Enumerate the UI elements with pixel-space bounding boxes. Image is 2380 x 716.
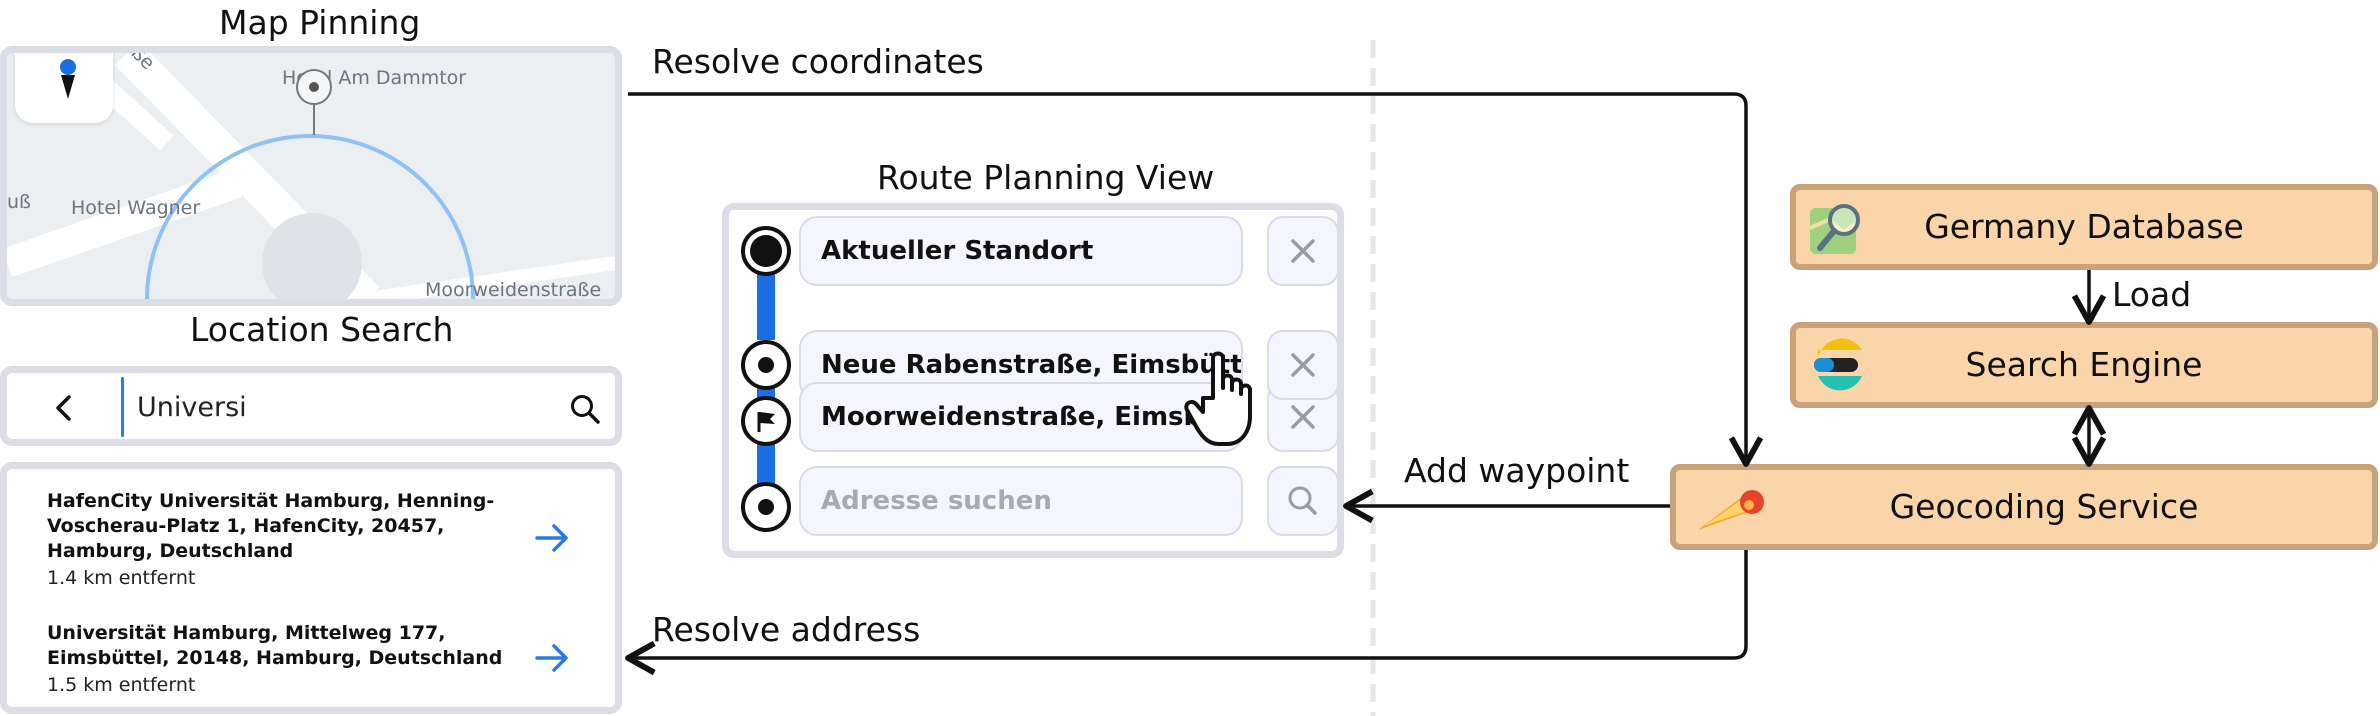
- result-distance: 1.5 km entfernt: [47, 674, 196, 696]
- route-line: [757, 270, 775, 340]
- edge-resolve-coordinates: [628, 92, 1764, 467]
- close-icon: [1291, 405, 1315, 429]
- map-magnifier-icon: [1809, 204, 1860, 254]
- search-icon: [1288, 486, 1317, 515]
- route-planning-view: Aktueller Standort Neue Rabenstraße, Eim…: [722, 203, 1344, 558]
- location-search-title: Location Search: [190, 310, 454, 349]
- text-caret: [121, 377, 124, 437]
- edge-label-add-waypoint: Add waypoint: [1404, 451, 1630, 490]
- map-label-street-fragment-left: uß: [7, 191, 32, 213]
- edge-resolve-address: [625, 550, 1748, 676]
- edge-label-resolve-address: Resolve address: [652, 610, 921, 649]
- map-label-moorweidenstrasse: Moorweidenstraße: [425, 279, 602, 301]
- route-field-add-address[interactable]: Adresse suchen: [799, 466, 1243, 536]
- compass-button[interactable]: [15, 53, 113, 123]
- map-view[interactable]: Hotel Am Dammtor Hotel Wagner Moorweiden…: [0, 46, 622, 306]
- map-pin-icon[interactable]: [292, 67, 336, 137]
- comet-icon: [1698, 490, 1764, 530]
- route-planning-title: Route Planning View: [877, 158, 1215, 197]
- search-results-list: HafenCity Universität Hamburg, Henning-V…: [0, 462, 622, 714]
- map-pinning-title: Map Pinning: [219, 3, 421, 42]
- geocoding-service-label: Geocoding Service: [1889, 487, 2199, 526]
- section-divider: [1370, 40, 1376, 716]
- back-chevron-icon[interactable]: [49, 393, 79, 423]
- geocoding-service-box: Geocoding Service: [1670, 464, 2378, 550]
- search-icon[interactable]: [569, 393, 601, 425]
- edge-label-resolve-coordinates: Resolve coordinates: [652, 42, 984, 81]
- waypoint-marker: [741, 482, 791, 532]
- edge-label-load: Load: [2112, 275, 2192, 314]
- search-input[interactable]: [125, 377, 497, 437]
- map-canvas: [7, 53, 615, 299]
- search-address-button[interactable]: [1267, 466, 1337, 536]
- search-engine-label: Search Engine: [1965, 345, 2203, 384]
- waypoint-marker: [741, 340, 791, 390]
- result-title: Universität Hamburg, Mittelweg 177, Eims…: [47, 622, 503, 669]
- result-title: HafenCity Universität Hamburg, Henning-V…: [47, 490, 495, 562]
- route-field-destination[interactable]: Moorweidenstraße, Eimsbüttel: [799, 382, 1243, 452]
- hand-cursor-icon: [1184, 351, 1252, 446]
- compass-icon: [60, 59, 76, 99]
- result-distance: 1.4 km entfernt: [47, 567, 196, 589]
- waypoint-marker-destination: [741, 396, 791, 446]
- search-bar: [0, 366, 622, 446]
- elastic-icon: [1814, 338, 1862, 391]
- germany-database-label: Germany Database: [1924, 207, 2244, 246]
- germany-database-box: Germany Database: [1790, 184, 2378, 270]
- map-label-hotel-wagner: Hotel Wagner: [71, 197, 201, 219]
- remove-start-button[interactable]: [1267, 216, 1337, 286]
- search-engine-box: Search Engine: [1790, 322, 2378, 408]
- close-icon: [1291, 239, 1315, 263]
- flag-icon: [757, 412, 775, 432]
- waypoint-marker-start: [741, 226, 791, 276]
- arrow-right-icon[interactable]: [527, 513, 577, 563]
- arrow-right-icon[interactable]: [527, 633, 577, 683]
- route-field-start[interactable]: Aktueller Standort: [799, 216, 1243, 286]
- remove-waypoint-button[interactable]: [1267, 330, 1337, 400]
- close-icon: [1291, 353, 1315, 377]
